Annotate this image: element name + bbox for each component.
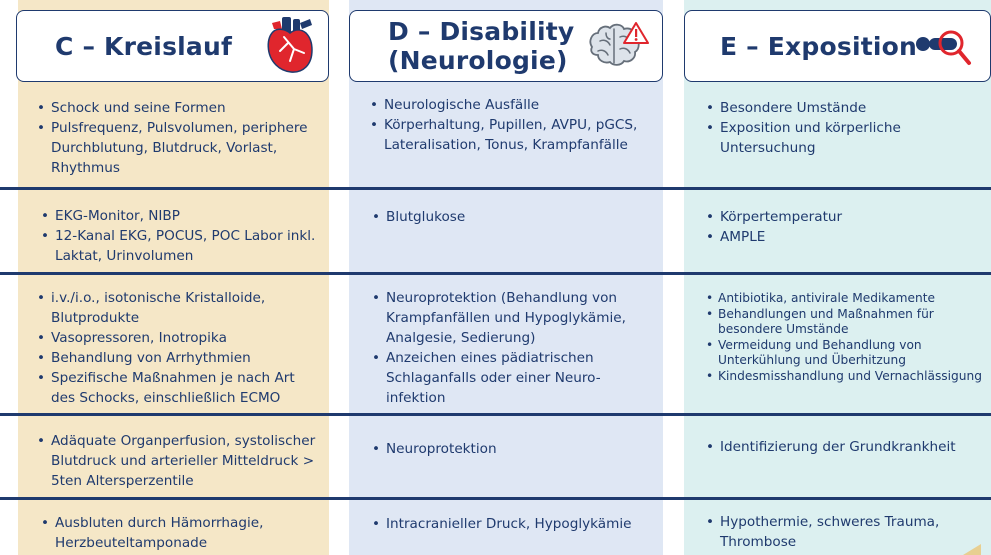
heart-icon — [267, 17, 313, 73]
cell-d-row2: Blutglukose — [372, 207, 657, 227]
list-item: Kindesmisshandlung und Vernachlässigung — [706, 369, 982, 385]
list-item: Pulsfrequenz, Pulsvolumen, periphere Dur… — [37, 118, 319, 178]
person-magnifier-icon — [916, 30, 971, 65]
cell-e-row3: Antibiotika, antivirale Medikamente Beha… — [706, 291, 982, 385]
column-d-background — [349, 0, 663, 555]
list-item: Neuroprotektion (Behandlung von Krampfan… — [372, 288, 657, 348]
list-item: Körpertemperatur — [706, 207, 982, 227]
row-divider — [0, 187, 991, 190]
cell-e-row4: Identifizierung der Grundkrankheit — [706, 437, 986, 457]
list-item: Körperhaltung, Pupillen, AVPU, pGCS, Lat… — [370, 115, 655, 155]
row-divider — [0, 272, 991, 275]
brain-warning-icon — [589, 22, 649, 66]
cell-d-row4: Neuroprotektion — [372, 439, 657, 459]
cell-c-row3: i.v./i.o., isotonische Kristalloide, Blu… — [37, 288, 319, 408]
list-item: Vermeidung und Behandlung von Unterkühlu… — [706, 338, 982, 369]
row-divider — [0, 497, 991, 500]
list-item: Vasopressoren, Inotropika — [37, 328, 319, 348]
list-item: Neurologische Ausfälle — [370, 95, 655, 115]
cell-e-row1: Besondere Umstände Exposition und körper… — [706, 98, 982, 158]
list-item: Ausbluten durch Hämorrhagie, Herzbeutelt… — [41, 513, 323, 553]
header-e-title: E – Exposition — [720, 31, 918, 61]
list-item: Hypothermie, schweres Trauma, Thrombose — [706, 512, 982, 552]
cell-c-row2: EKG-Monitor, NIBP 12-Kanal EKG, POCUS, P… — [41, 206, 323, 266]
list-item: Intracranieller Druck, Hypoglykämie — [372, 514, 657, 534]
cell-d-row5: Intracranieller Druck, Hypoglykämie — [372, 514, 657, 534]
cell-d-row1: Neurologische Ausfälle Körperhaltung, Pu… — [370, 95, 655, 155]
column-e-background — [684, 0, 991, 555]
list-item: EKG-Monitor, NIBP — [41, 206, 323, 226]
list-item: 12-Kanal EKG, POCUS, POC Labor inkl. Lak… — [41, 226, 323, 266]
header-d-title-line1: D – Disability — [388, 17, 575, 46]
cell-c-row4: Adäquate Organperfusion, systolischer Bl… — [37, 431, 322, 491]
list-item: Neuroprotektion — [372, 439, 657, 459]
list-item: Schock und seine Formen — [37, 98, 319, 118]
header-d-title-line2: (Neurologie) — [388, 46, 568, 75]
list-item: Adäquate Organperfusion, systolischer Bl… — [37, 431, 322, 491]
cell-c-row1: Schock und seine Formen Pulsfrequenz, Pu… — [37, 98, 319, 178]
header-c: C – Kreislauf — [16, 10, 329, 82]
cell-c-row5: Ausbluten durch Hämorrhagie, Herzbeutelt… — [41, 513, 323, 553]
cell-e-row5: Hypothermie, schweres Trauma, Thrombose — [706, 512, 982, 552]
cell-e-row2: Körpertemperatur AMPLE — [706, 207, 982, 247]
list-item: Identifizierung der Grundkrankheit — [706, 437, 986, 457]
header-d: D – Disability (Neurologie) — [349, 10, 663, 82]
list-item: Behandlungen und Maßnahmen für besondere… — [706, 307, 982, 338]
list-item: Spezifische Maßnahmen je nach Art des Sc… — [37, 368, 319, 408]
header-d-title: D – Disability (Neurologie) — [388, 17, 574, 75]
row-divider — [0, 413, 991, 416]
list-item: Anzeichen eines pädiatrischen Schlaganfa… — [372, 348, 657, 408]
list-item: Antibiotika, antivirale Medikamente — [706, 291, 982, 307]
list-item: Blutglukose — [372, 207, 657, 227]
page-corner-decoration — [963, 544, 981, 555]
header-c-title: C – Kreislauf — [55, 31, 233, 61]
list-item: Exposition und körperliche Untersuchung — [706, 118, 982, 158]
header-e: E – Exposition — [684, 10, 991, 82]
list-item: Besondere Umstände — [706, 98, 982, 118]
list-item: AMPLE — [706, 227, 982, 247]
list-item: Behandlung von Arrhythmien — [37, 348, 319, 368]
list-item: i.v./i.o., isotonische Kristalloide, Blu… — [37, 288, 319, 328]
cell-d-row3: Neuroprotektion (Behandlung von Krampfan… — [372, 288, 657, 408]
